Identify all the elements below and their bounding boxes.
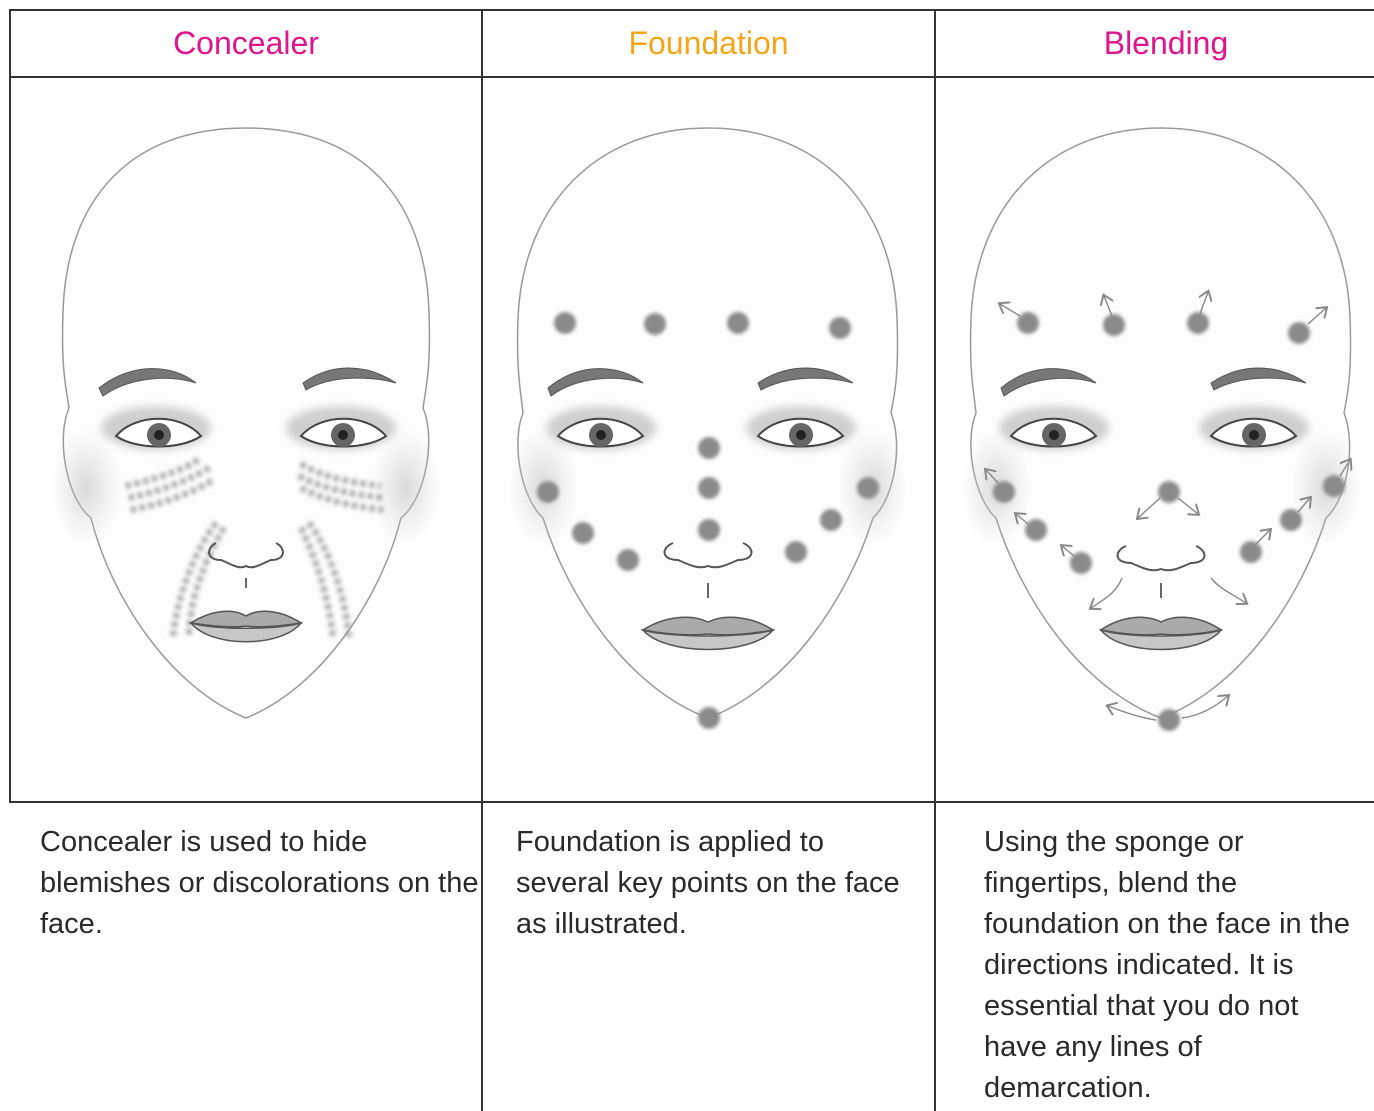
column-title: Foundation xyxy=(628,25,788,62)
description-concealer: Concealer is used to hide blemishes or d… xyxy=(40,822,480,945)
description-foundation: Foundation is applied to several key poi… xyxy=(516,822,916,945)
column-title: Concealer xyxy=(173,25,319,62)
column-header-blending: Blending xyxy=(936,10,1374,76)
description-text: Foundation is applied to several key poi… xyxy=(516,826,900,940)
description-text: Concealer is used to hide blemishes or d… xyxy=(40,826,478,940)
description-blending: Using the sponge or fingertips, blend th… xyxy=(984,822,1359,1109)
column-header-concealer: Concealer xyxy=(11,10,481,76)
face-concealer-image xyxy=(11,78,481,802)
face-foundation-image xyxy=(483,78,934,802)
face-illustration-foundation xyxy=(483,78,934,802)
face-blending-image xyxy=(936,78,1374,802)
face-illustration-concealer xyxy=(11,78,481,802)
description-text: Using the sponge or fingertips, blend th… xyxy=(984,826,1350,1104)
face-illustration-blending xyxy=(936,78,1374,802)
column-header-foundation: Foundation xyxy=(483,10,934,76)
column-title: Blending xyxy=(1104,25,1229,62)
